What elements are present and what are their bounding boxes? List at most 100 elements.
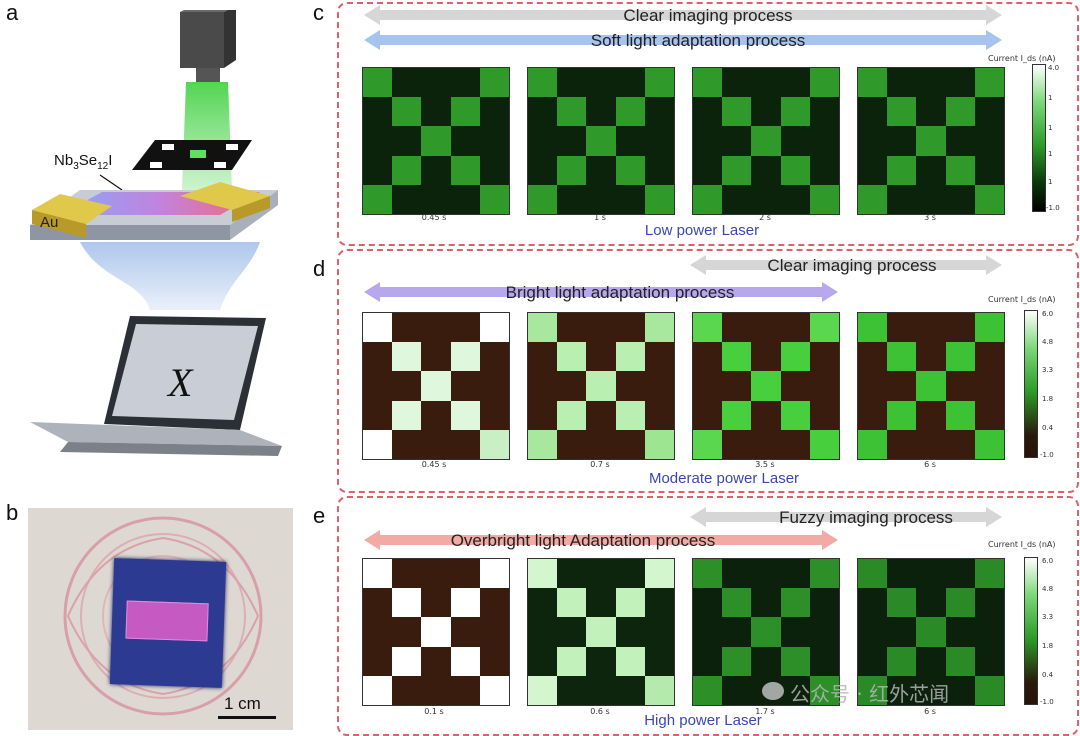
heatmap-cell bbox=[858, 97, 888, 127]
heatmap-cell bbox=[479, 184, 509, 214]
heatmap-cell bbox=[809, 646, 839, 676]
heatmap-cell bbox=[722, 429, 752, 459]
heatmap-cell bbox=[858, 675, 888, 705]
heatmap-cell bbox=[557, 646, 587, 676]
colorbar-d-tick-1: 4.8 bbox=[1042, 338, 1054, 346]
colorbar-e-tick-2: 3.3 bbox=[1042, 613, 1054, 621]
heatmap-cell bbox=[974, 675, 1004, 705]
heatmap-cell bbox=[450, 342, 480, 372]
time-label-e-3: 6 s bbox=[924, 707, 936, 716]
heatmap-cell bbox=[557, 313, 587, 343]
heatmap-cell bbox=[479, 155, 509, 185]
arrow-label-soft-c: Soft light adaptation process bbox=[590, 31, 806, 50]
heatmap-cell bbox=[916, 342, 946, 372]
heatmap-cell bbox=[450, 646, 480, 676]
heatmap-cell bbox=[615, 400, 645, 430]
heatmap-cell bbox=[421, 371, 451, 401]
heatmap-cell bbox=[450, 588, 480, 618]
heatmap-cell bbox=[916, 646, 946, 676]
watermark-logo-icon bbox=[762, 682, 784, 700]
heatmap-cell bbox=[945, 559, 975, 589]
heatmap-cell bbox=[421, 588, 451, 618]
heatmap-cell bbox=[751, 97, 781, 127]
heatmap-cell bbox=[887, 429, 917, 459]
heatmap-cell bbox=[363, 68, 393, 98]
heatmap-cell bbox=[751, 646, 781, 676]
panel-label-c: c bbox=[313, 0, 324, 25]
heatmap-cell bbox=[780, 371, 810, 401]
heatmap-cell bbox=[528, 68, 558, 98]
time-label-d-2: 3.5 s bbox=[755, 460, 775, 469]
heatmap-cell bbox=[809, 313, 839, 343]
heatmap-d-3 bbox=[857, 312, 1005, 460]
heatmap-cell bbox=[421, 184, 451, 214]
heatmap-cell bbox=[586, 559, 616, 589]
heatmap-cell bbox=[809, 68, 839, 98]
heatmap-cell bbox=[693, 371, 723, 401]
colorbar-e-tick-1: 4.8 bbox=[1042, 585, 1054, 593]
heatmap-cell bbox=[887, 400, 917, 430]
heatmap-cell bbox=[780, 184, 810, 214]
heatmap-cell bbox=[586, 588, 616, 618]
heatmap-cell bbox=[615, 588, 645, 618]
arrow-label-clear-d: Clear imaging process bbox=[767, 256, 937, 275]
heatmap-cell bbox=[528, 155, 558, 185]
heatmap-cell bbox=[615, 675, 645, 705]
heatmap-cell bbox=[916, 429, 946, 459]
heatmap-cell bbox=[479, 313, 509, 343]
heatmap-cell bbox=[363, 429, 393, 459]
heatmap-cell bbox=[644, 68, 674, 98]
heatmap-cell bbox=[916, 617, 946, 647]
heatmap-cell bbox=[858, 68, 888, 98]
heatmap-cell bbox=[421, 646, 451, 676]
heatmap-cell bbox=[916, 400, 946, 430]
heatmap-cell bbox=[751, 184, 781, 214]
heatmap-cell bbox=[557, 588, 587, 618]
heatmap-cell bbox=[887, 184, 917, 214]
time-label-d-0: 0.45 s bbox=[421, 460, 447, 469]
arrow-clear-c bbox=[364, 5, 1002, 25]
heatmap-cell bbox=[479, 588, 509, 618]
mask-pattern-icon bbox=[132, 140, 252, 170]
heatmap-cell bbox=[363, 184, 393, 214]
scale-bar-label: 1 cm bbox=[224, 694, 261, 713]
heatmap-cell bbox=[615, 342, 645, 372]
heatmap-cell bbox=[974, 400, 1004, 430]
heatmap-cell bbox=[392, 155, 422, 185]
material-label: Nb3Se12I bbox=[54, 152, 112, 172]
heatmap-cell bbox=[693, 126, 723, 156]
heatmap-cell bbox=[751, 68, 781, 98]
heatmap-cell bbox=[693, 97, 723, 127]
heatmap-cell bbox=[780, 429, 810, 459]
colorbar-c-tick-4: 1 bbox=[1048, 178, 1053, 186]
electrode-label: Au bbox=[40, 214, 58, 231]
device-photo bbox=[28, 508, 293, 730]
heatmap-cell bbox=[974, 126, 1004, 156]
heatmap-cell bbox=[479, 371, 509, 401]
heatmap-cell bbox=[528, 646, 558, 676]
heatmap-cell bbox=[858, 313, 888, 343]
camera-icon bbox=[180, 10, 236, 82]
heatmap-cell bbox=[887, 675, 917, 705]
heatmap-cell bbox=[363, 559, 393, 589]
heatmap-cell bbox=[528, 617, 558, 647]
heatmap-cell bbox=[644, 371, 674, 401]
heatmap-cell bbox=[363, 155, 393, 185]
heatmap-cell bbox=[586, 617, 616, 647]
heatmap-cell bbox=[421, 155, 451, 185]
heatmap-cell bbox=[887, 559, 917, 589]
heatmap-cell bbox=[945, 184, 975, 214]
heatmap-cell bbox=[780, 617, 810, 647]
heatmap-cell bbox=[392, 371, 422, 401]
heatmap-cell bbox=[392, 126, 422, 156]
heatmap-c-0 bbox=[362, 67, 510, 215]
heatmap-cell bbox=[809, 400, 839, 430]
heatmap-cell bbox=[644, 429, 674, 459]
heatmap-cell bbox=[450, 675, 480, 705]
heatmap-cell bbox=[945, 429, 975, 459]
heatmap-cell bbox=[557, 371, 587, 401]
colorbar-title-c: Current I_ds (nA) bbox=[988, 54, 1056, 63]
heatmap-cell bbox=[363, 675, 393, 705]
heatmap-cell bbox=[363, 97, 393, 127]
